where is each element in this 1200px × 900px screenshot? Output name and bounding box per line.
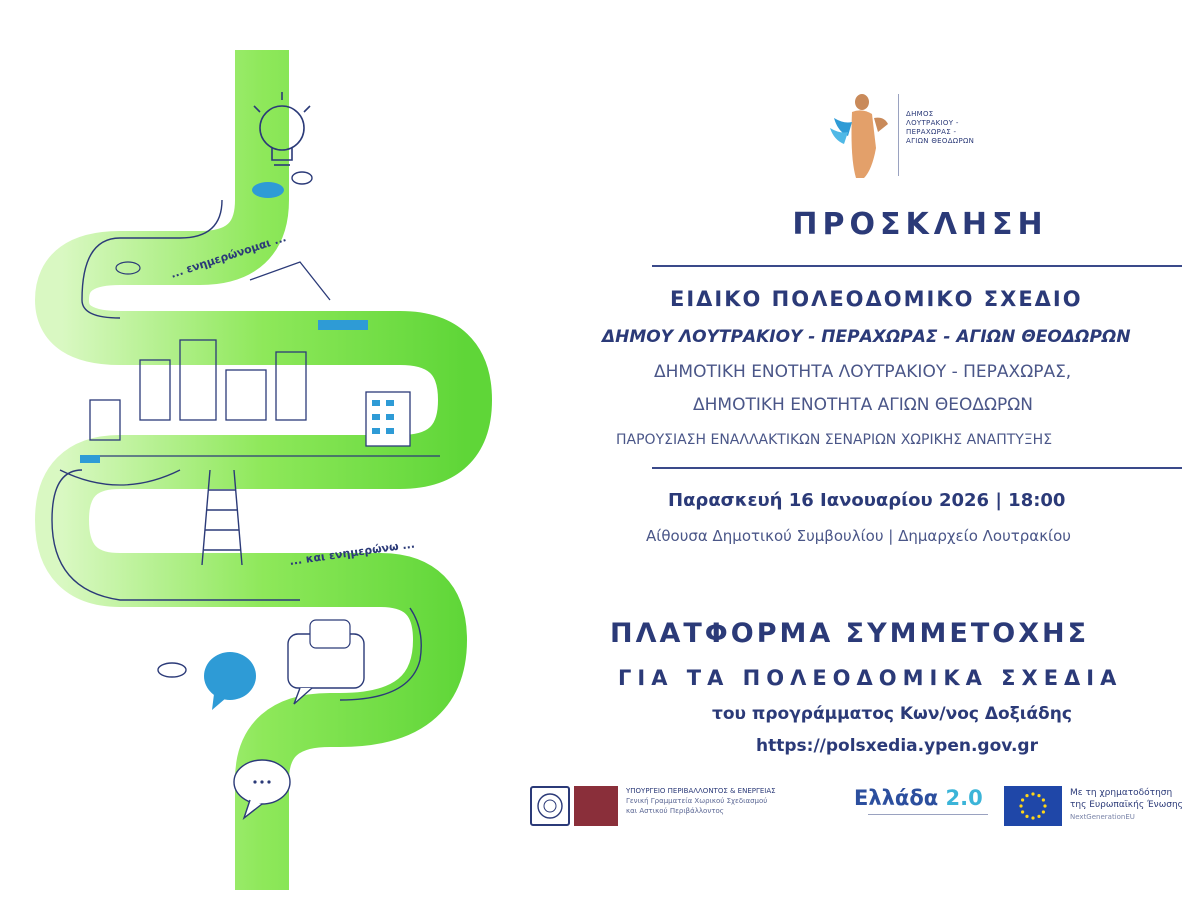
eu-line-3: NextGenerationEU — [1070, 813, 1135, 821]
eu-star — [1019, 804, 1023, 808]
municipality-name: ΔΗΜΟΥ ΛΟΥΤΡΑΚΙΟΥ - ΠΕΡΑΧΩΡΑΣ - ΑΓΙΩΝ ΘΕΟ… — [602, 327, 1131, 347]
invitation-panel: ΔΗΜΟΣ ΛΟΥΤΡΑΚΙΟΥ - ΠΕΡΑΧΩΡΑΣ - ΑΓΙΩΝ ΘΕΟ… — [530, 0, 1200, 900]
logo-label-2: ΛΟΥΤΡΑΚΙΟΥ - — [906, 119, 959, 127]
logo-label-3: ΠΕΡΑΧΩΡΑΣ - — [906, 128, 957, 136]
eu-star — [1021, 798, 1025, 802]
ellada-logo: Ελλάδα 2.0 — [854, 786, 1004, 826]
plan-title: ΕΙΔΙΚΟ ΠΟΛΕΟΔΟΜΙΚΟ ΣΧΕΔΙΟ — [670, 287, 1083, 311]
logo-text: ΔΗΜΟΣ ΛΟΥΤΡΑΚΙΟΥ - ΠΕΡΑΧΩΡΑΣ - ΑΓΙΩΝ ΘΕΟ… — [906, 110, 974, 146]
lightbulb-icon — [253, 92, 311, 166]
ellada-underline — [868, 814, 988, 820]
eu-star — [1041, 798, 1045, 802]
eu-logo: Με τη χρηματοδότηση της Ευρωπαϊκής Ένωση… — [1004, 786, 1200, 828]
route-line — [51, 469, 300, 601]
eu-star — [1021, 810, 1025, 814]
eu-star — [1031, 816, 1035, 820]
eu-star — [1025, 794, 1029, 798]
logo-label-4: ΑΓΙΩΝ ΘΕΟΔΩΡΩΝ — [906, 137, 975, 145]
speech-bubble-icon — [204, 619, 365, 820]
window-grid — [80, 320, 394, 463]
divider-bottom — [652, 467, 1182, 469]
ministry-logo: ΥΠΟΥΡΓΕΙΟ ΠΕΡΙΒΑΛΛΟΝΤΟΣ & ΕΝΕΡΓΕΙΑΣ Γενι… — [530, 784, 840, 828]
program-name: του προγράμματος Κων/νος Δοξιάδης — [712, 704, 1072, 724]
platform-url-link[interactable]: https://polsxedia.ypen.gov.gr — [756, 736, 1038, 756]
route-line — [81, 199, 223, 319]
platform-title: ΠΛΑΤΦΟΡΜΑ ΣΥΜΜΕΤΟΧΗΣ — [610, 618, 1090, 649]
ellada-number: 2.0 — [945, 786, 983, 810]
ministry-seal-icon — [530, 786, 570, 826]
road-illustration: ... ενημερώνομαι ... ... και ενημερώνω .… — [35, 50, 492, 890]
municipality-logo-icon — [830, 94, 888, 178]
municipality-logo: ΔΗΜΟΣ ΛΟΥΤΡΑΚΙΟΥ - ΠΕΡΑΧΩΡΑΣ - ΑΓΙΩΝ ΘΕΟ… — [822, 88, 1022, 180]
eu-star — [1031, 792, 1035, 796]
eu-flag-icon — [1004, 786, 1062, 826]
municipal-unit-1: ΔΗΜΟΤΙΚΗ ΕΝΟΤΗΤΑ ΛΟΥΤΡΑΚΙΟΥ - ΠΕΡΑΧΩΡΑΣ, — [654, 362, 1072, 382]
event-venue: Αίθουσα Δημοτικού Συμβουλίου | Δημαρχείο… — [646, 527, 1071, 545]
eu-line-2: της Ευρωπαϊκής Ένωσης — [1070, 800, 1183, 810]
ministry-name: ΥΠΟΥΡΓΕΙΟ ΠΕΡΙΒΑΛΛΟΝΤΟΣ & ΕΝΕΡΓΕΙΑΣ — [626, 787, 776, 795]
eu-star — [1037, 814, 1041, 818]
logo-label-1: ΔΗΜΟΣ — [906, 110, 934, 118]
winding-road — [35, 50, 492, 890]
eu-star — [1037, 794, 1041, 798]
presentation-subject: ΠΑΡΟΥΣΙΑΣΗ ΕΝΑΛΛΑΚΤΙΚΩΝ ΣΕΝΑΡΙΩΝ ΧΩΡΙΚΗΣ… — [616, 432, 1053, 448]
logo-divider — [898, 94, 899, 176]
eu-text: Με τη χρηματοδότηση της Ευρωπαϊκής Ένωση… — [1070, 787, 1183, 823]
eu-star — [1041, 810, 1045, 814]
divider-top — [652, 265, 1182, 267]
invitation-heading: ΠΡΟΣΚΛΗΣΗ — [792, 207, 1048, 242]
ellada-word: Ελλάδα — [854, 786, 939, 810]
ministry-sub-1: Γενική Γραμματεία Χωρικού Σχεδιασμού — [626, 797, 768, 805]
route-line — [339, 607, 422, 701]
platform-subtitle: ΓΙΑ ΤΑ ΠΟΛΕΟΔΟΜΙΚΑ ΣΧΕΔΙΑ — [618, 666, 1123, 690]
ladder-icon — [201, 469, 243, 566]
eu-star — [1043, 804, 1047, 808]
municipal-unit-2: ΔΗΜΟΤΙΚΗ ΕΝΟΤΗΤΑ ΑΓΙΩΝ ΘΕΟΔΩΡΩΝ — [693, 395, 1033, 415]
eu-star — [1025, 814, 1029, 818]
ellada-wordmark: Ελλάδα 2.0 — [854, 786, 983, 810]
event-date-time: Παρασκευή 16 Ιανουαρίου 2026 | 18:00 — [668, 490, 1066, 511]
cloud-icon — [115, 171, 313, 678]
eu-line-1: Με τη χρηματοδότηση — [1070, 788, 1173, 798]
ministry-emblem — [574, 786, 618, 826]
ministry-sub-2: και Αστικού Περιβάλλοντος — [626, 807, 724, 815]
ministry-text: ΥΠΟΥΡΓΕΙΟ ΠΕΡΙΒΑΛΛΟΝΤΟΣ & ΕΝΕΡΓΕΙΑΣ Γενι… — [626, 786, 776, 816]
